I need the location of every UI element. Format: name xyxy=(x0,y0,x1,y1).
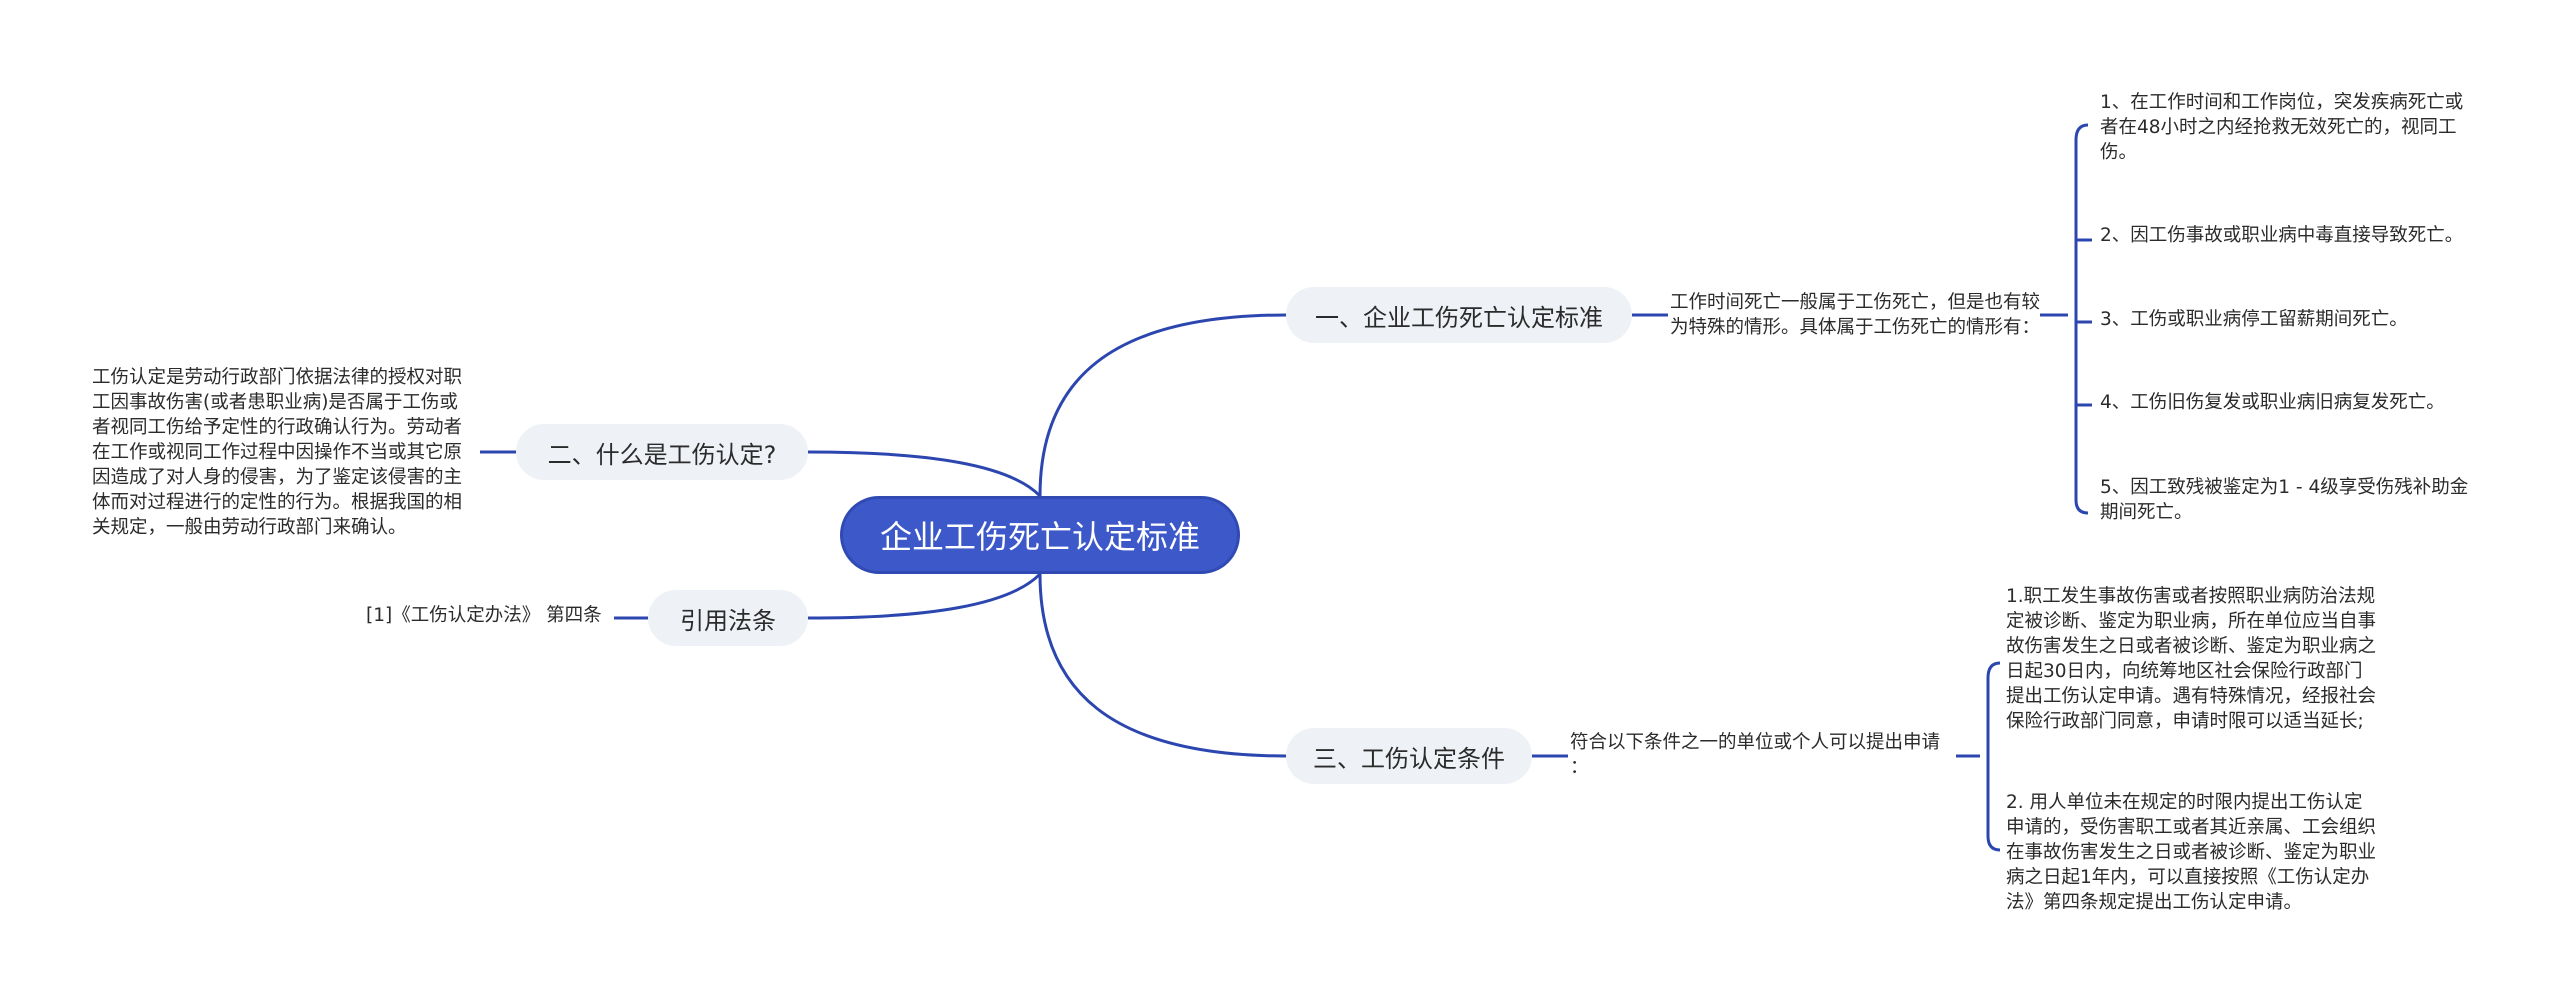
branch-label: 引用法条 xyxy=(680,606,776,635)
leaf-item: 2、因工伤事故或职业病中毒直接导致死亡。 xyxy=(2100,225,2464,246)
leaf-item: 1.职工发生事故伤害或者按照职业病防治法规 定被诊断、鉴定为职业病，所在单位应当… xyxy=(2006,586,2377,732)
branch-label: 二、什么是工伤认定? xyxy=(547,440,777,469)
branch-label: 三、工伤认定条件 xyxy=(1313,744,1505,773)
connector-root-b1 xyxy=(1038,313,1287,497)
branch-description: [1]《工伤认定办法》 第四条 xyxy=(366,605,602,626)
branch-description: 工作时间死亡一般属于工伤死亡，但是也有较 为特殊的情形。具体属于工伤死亡的情形有… xyxy=(1670,292,2041,338)
leaf-item: 3、工伤或职业病停工留薪期间死亡。 xyxy=(2100,309,2408,330)
leaf-item: 4、工伤旧伤复发或职业病旧病复发死亡。 xyxy=(2100,392,2445,413)
connector-root-b2 xyxy=(807,450,1042,498)
root-node[interactable]: 企业工伤死亡认定标准 xyxy=(840,496,1240,574)
branch-label: 一、企业工伤死亡认定标准 xyxy=(1315,303,1603,332)
connector-b1-bracket xyxy=(2074,123,2089,515)
branch-node-what-is-injury[interactable]: 二、什么是工伤认定? xyxy=(516,424,808,480)
connector-root-b4 xyxy=(1038,573,1287,758)
leaf-item: 2. 用人单位未在规定的时限内提出工伤认定 申请的，受伤害职工或者其近亲属、工会… xyxy=(2006,792,2377,913)
branch-node-conditions[interactable]: 三、工伤认定条件 xyxy=(1286,728,1532,784)
connector-b4-bracket xyxy=(1986,661,2001,852)
connector-root-b3 xyxy=(807,572,1042,620)
branch-description: 符合以下条件之一的单位或个人可以提出申请 ： xyxy=(1570,732,1941,778)
root-label: 企业工伤死亡认定标准 xyxy=(879,518,1200,556)
branch-node-cited-law[interactable]: 引用法条 xyxy=(648,590,808,646)
leaf-item: 5、因工致残被鉴定为1 - 4级享受伤残补助金 期间死亡。 xyxy=(2100,477,2469,523)
branch-node-death-standard[interactable]: 一、企业工伤死亡认定标准 xyxy=(1286,287,1632,343)
leaf-item: 1、在工作时间和工作岗位，突发疾病死亡或 者在48小时之内经抢救无效死亡的，视同… xyxy=(2100,92,2464,163)
branch-description: 工伤认定是劳动行政部门依据法律的授权对职 工因事故伤害(或者患职业病)是否属于工… xyxy=(92,367,463,538)
